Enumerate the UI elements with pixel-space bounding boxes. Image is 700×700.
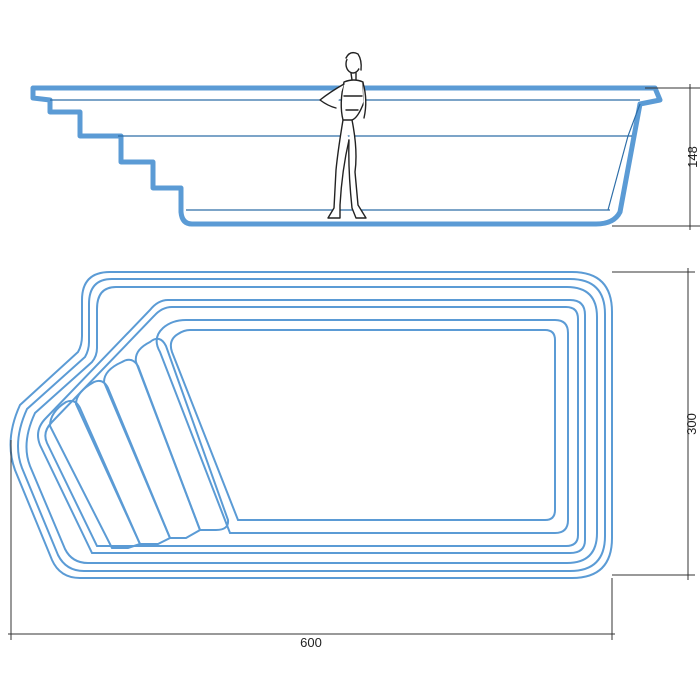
pool-step-2 (102, 358, 202, 539)
pool-bench-outer (37, 299, 586, 554)
pool-step-1 (134, 337, 230, 531)
length-label: 600 (300, 635, 322, 650)
plan-view (9, 271, 613, 579)
depth-label: 148 (685, 146, 700, 168)
pool-wall-inner (607, 103, 641, 211)
side-section: 148 (30, 51, 700, 230)
pool-step-3 (74, 379, 172, 545)
pool-wall-plan (155, 319, 569, 534)
depth-dimension (612, 84, 700, 230)
pool-bench-inner (44, 306, 579, 547)
pool-rim-ring-2 (17, 278, 606, 572)
plan-dimensions (8, 268, 695, 640)
pool-step-4 (48, 399, 142, 549)
pool-rim-ring-3 (25, 286, 598, 564)
width-label: 300 (684, 413, 699, 435)
person-figure-icon (319, 51, 367, 219)
pool-rim-outer (9, 271, 613, 579)
pool-floor-plan (169, 329, 556, 521)
